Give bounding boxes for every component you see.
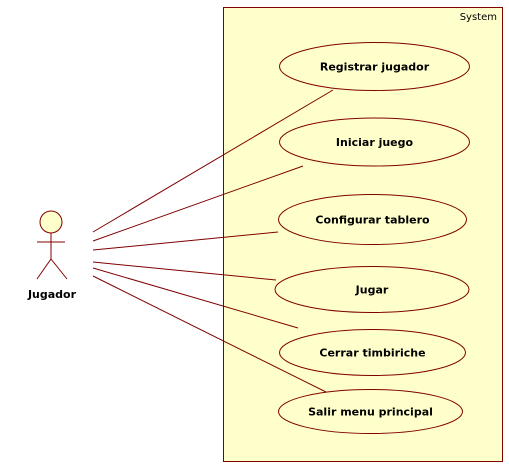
system-label: System [460, 12, 497, 23]
use-case-ellipse[interactable] [279, 329, 466, 376]
actor-label: Jugador [27, 288, 77, 301]
association-configurar-tablero[interactable] [92, 231, 279, 251]
use-case-label: Configurar tablero [315, 214, 430, 227]
actor-jugador[interactable]: Jugador [27, 210, 77, 301]
association-cerrar-timbiriche[interactable] [92, 267, 299, 329]
use-case-ellipse[interactable] [274, 266, 470, 313]
use-case-label: Salir menu principal [308, 406, 433, 419]
use-case-cerrar-timbiriche[interactable]: Cerrar timbiriche [279, 329, 466, 376]
association-salir-menu-principal[interactable] [92, 275, 327, 393]
actor-head [39, 210, 63, 234]
use-case-iniciar-juego[interactable]: Iniciar juego [279, 117, 470, 167]
association-registrar-jugador[interactable] [92, 89, 334, 233]
association-jugar[interactable] [92, 261, 277, 281]
use-case-label: Registrar jugador [320, 61, 430, 74]
use-case-ellipse[interactable] [278, 194, 467, 245]
actor-right-leg [50, 258, 68, 280]
use-case-configurar-tablero[interactable]: Configurar tablero [278, 194, 467, 245]
use-case-salir-menu-principal[interactable]: Salir menu principal [278, 389, 463, 434]
use-case-label: Iniciar juego [336, 136, 414, 149]
actor-left-leg [36, 258, 52, 280]
associations [92, 89, 334, 393]
use-case-ellipse[interactable] [279, 42, 470, 91]
use-case-label: Cerrar timbiriche [319, 347, 425, 360]
use-case-jugar[interactable]: Jugar [274, 266, 470, 313]
use-case-ellipse[interactable] [279, 117, 470, 167]
use-case-ellipse[interactable] [278, 389, 463, 434]
use-case-label: Jugar [355, 284, 389, 297]
association-iniciar-juego[interactable] [92, 165, 304, 242]
use-case-registrar-jugador[interactable]: Registrar jugador [279, 42, 470, 91]
